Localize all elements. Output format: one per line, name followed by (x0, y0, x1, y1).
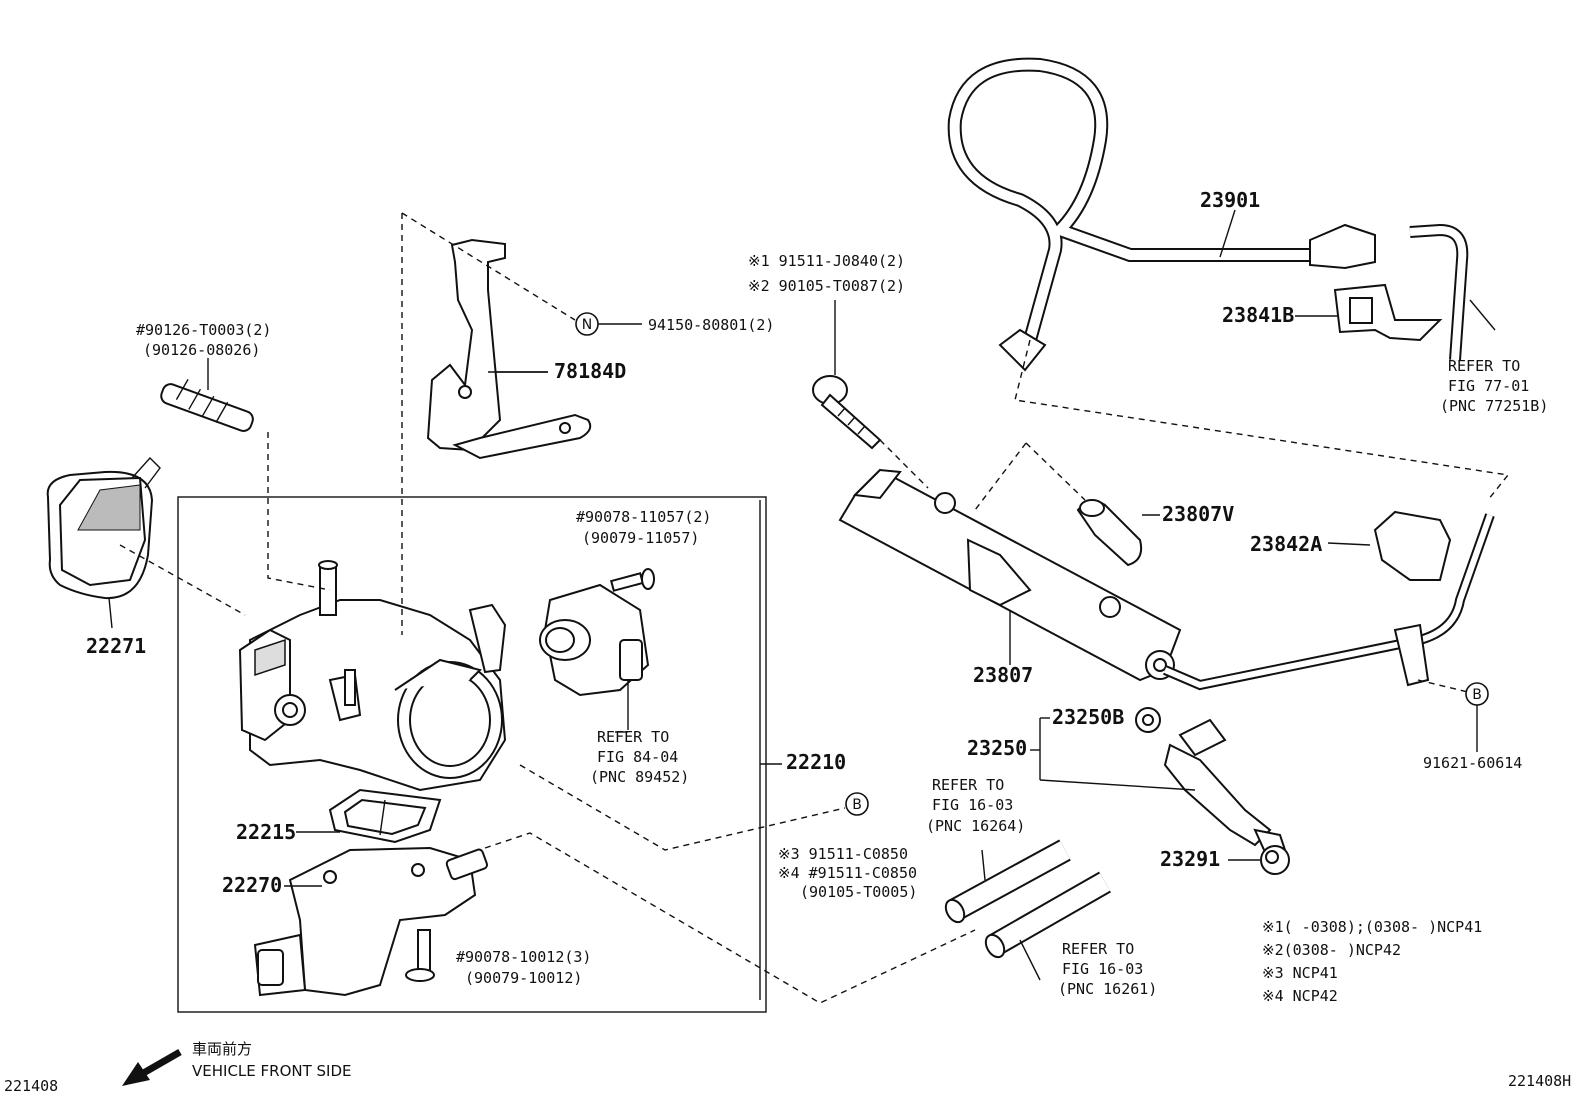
label-23807V: 23807V (1162, 502, 1234, 526)
bolt-91511-drawing (812, 300, 882, 450)
circle-b-left (845, 792, 869, 816)
note-3: ※3 NCP41 (1262, 964, 1338, 982)
label-refer77-line2: FIG 77-01 (1448, 377, 1529, 395)
note-4: ※4 NCP42 (1262, 987, 1338, 1005)
label-90105-t0005: (90105-T0005) (800, 883, 917, 901)
label-90126-b: (90126-08026) (143, 341, 260, 359)
label-22210: 22210 (786, 750, 846, 774)
sensor-drawing (539, 583, 650, 730)
gasket-22215-drawing (328, 788, 442, 844)
front-label-jp: 車両前方 (192, 1040, 252, 1058)
label-23250: 23250 (967, 736, 1027, 760)
tube-77-01-drawing (1409, 223, 1496, 361)
hose-23901-drawing (947, 57, 1376, 372)
label-91511-j0840: ※1 91511-J0840(2) (748, 252, 905, 270)
label-refer16b-line1: REFER TO (1062, 940, 1134, 958)
label-91511-c0850-4: ※4 #91511-C0850 (778, 864, 917, 882)
label-23807: 23807 (973, 663, 1033, 687)
label-refer77-line3: (PNC 77251B) (1440, 397, 1548, 415)
label-94150: 94150-80801(2) (648, 316, 774, 334)
label-refer16b-line3: (PNC 16261) (1058, 980, 1157, 998)
label-22271: 22271 (86, 634, 146, 658)
label-refer16a-line1: REFER TO (932, 776, 1004, 794)
label-23250B: 23250B (1052, 705, 1124, 729)
ring-23291-drawing (1260, 845, 1290, 875)
circle-b-left-label: B (852, 797, 862, 813)
note-2: ※2(0308- )NCP42 (1262, 941, 1401, 959)
fuel-line-drawing (1163, 513, 1495, 691)
figure-number-left: 221408 (4, 1077, 58, 1095)
label-refer16a-line3: (PNC 16264) (926, 817, 1025, 835)
vehicle-front-arrow-icon (122, 1048, 182, 1086)
fuel-rail-23807-drawing (838, 468, 1182, 682)
circle-b-right-label: B (1472, 687, 1482, 703)
label-23842A: 23842A (1250, 532, 1322, 556)
clip-23842A-drawing (1373, 510, 1452, 581)
assembly-frame (177, 496, 767, 1013)
idle-valve-22270-drawing (253, 846, 489, 997)
front-label-en: VEHICLE FRONT SIDE (192, 1062, 352, 1080)
circle-n-label: N (582, 317, 592, 333)
label-refer84-line1: REFER TO (597, 728, 669, 746)
label-refer16a-line2: FIG 16-03 (932, 796, 1013, 814)
label-91511-c0850-3: ※3 91511-C0850 (778, 845, 908, 863)
bracket-78184D-drawing (426, 238, 592, 460)
figure-number-right: 221408H (1508, 1072, 1571, 1090)
screw-90078-10012-drawing (405, 929, 435, 982)
throttle-body-drawing (238, 560, 507, 792)
label-refer16b-line2: FIG 16-03 (1062, 960, 1143, 978)
note-1: ※1( -0308);(0308- )NCP41 (1262, 918, 1482, 936)
label-90078-10012-a: #90078-10012(3) (456, 948, 591, 966)
clip-23841B-drawing (1333, 283, 1443, 342)
label-90126-a: #90126-T0003(2) (136, 321, 271, 339)
label-78184D: 78184D (554, 359, 626, 383)
label-23841B: 23841B (1222, 303, 1294, 327)
label-90078-10012-b: (90079-10012) (465, 969, 582, 987)
stud-90126-drawing (160, 358, 254, 432)
gasket-22271-drawing (46, 456, 161, 629)
screw-90078-11057-drawing (609, 568, 655, 592)
label-90078-11057-a: #90078-11057(2) (576, 508, 711, 526)
label-90078-11057-b: (90079-11057) (582, 529, 699, 547)
label-refer84-line3: (PNC 89452) (590, 768, 689, 786)
label-23291: 23291 (1160, 847, 1220, 871)
label-refer84-line2: FIG 84-04 (597, 748, 678, 766)
hoses-16-03-drawing (944, 839, 1111, 959)
label-91621: 91621-60614 (1423, 754, 1522, 772)
injector-23250-drawing (1135, 707, 1287, 854)
label-23901: 23901 (1200, 188, 1260, 212)
label-refer77-line1: REFER TO (1448, 357, 1520, 375)
damper-23807V-drawing (1076, 499, 1143, 567)
label-22270: 22270 (222, 873, 282, 897)
label-22215: 22215 (236, 820, 296, 844)
label-90105-t0087: ※2 90105-T0087(2) (748, 277, 905, 295)
